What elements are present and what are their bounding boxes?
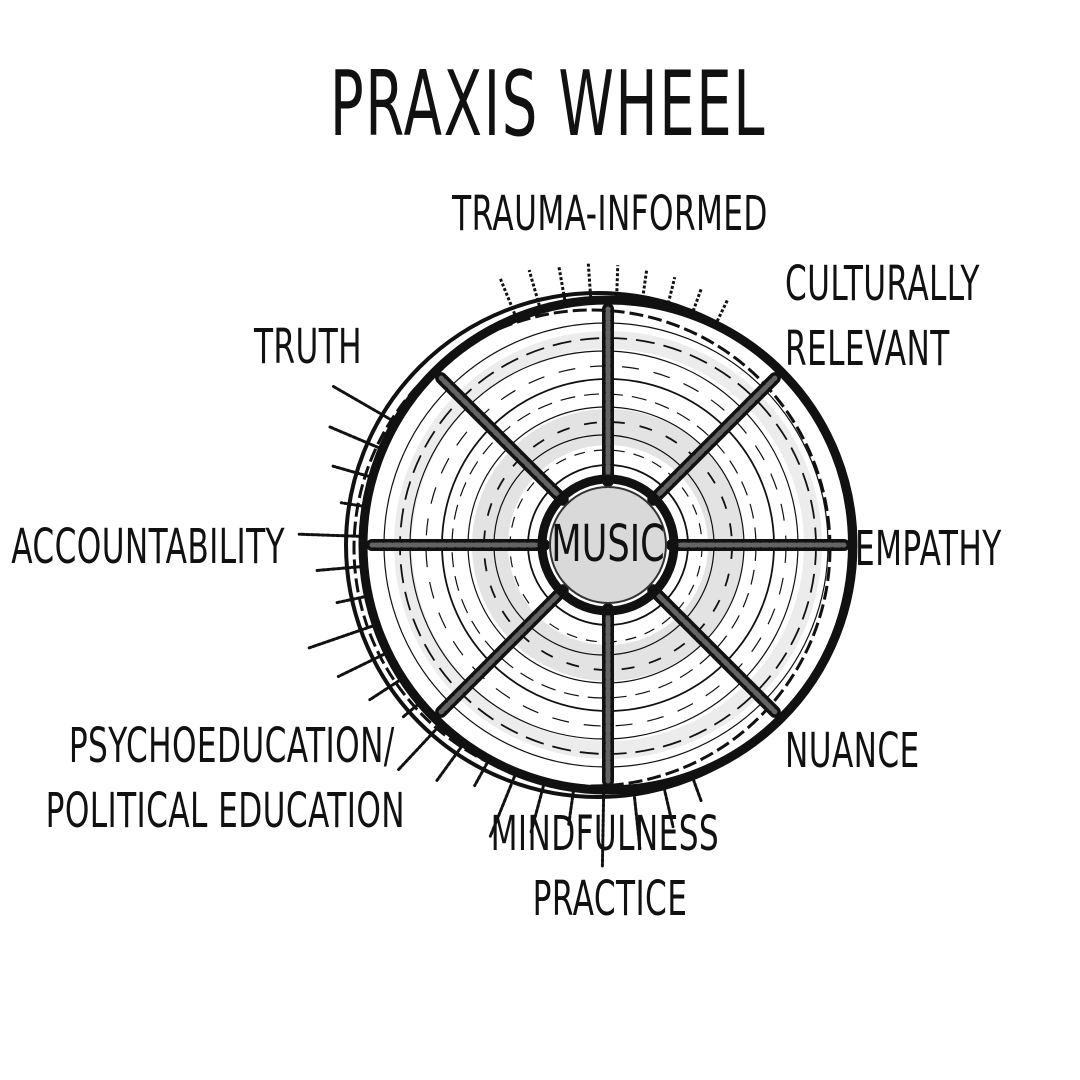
outer-burst-ticks	[297, 263, 729, 868]
burst-tick	[632, 786, 642, 850]
burst-tick	[661, 781, 675, 829]
burst-tick	[297, 532, 366, 538]
burst-tick	[600, 787, 606, 868]
burst-tick	[498, 277, 518, 320]
burst-tick	[307, 622, 379, 650]
label-mindfulness-practice: MINDFULNESS PRACTICE	[491, 805, 730, 927]
burst-tick	[473, 756, 492, 788]
label-accountability: ACCOUNTABILITY	[11, 518, 285, 575]
hub-ring	[537, 474, 679, 616]
label-nuance: NUANCE	[785, 722, 920, 779]
burst-tick	[314, 564, 367, 573]
burst-tick	[615, 265, 620, 302]
hub	[549, 486, 667, 604]
wheel: MUSIC	[297, 263, 858, 868]
spoke	[647, 372, 781, 506]
label-empathy: EMPATHY	[855, 520, 1002, 577]
burst-tick	[401, 700, 423, 719]
spoke	[435, 584, 569, 718]
burst-tick	[336, 650, 391, 679]
burst-tick	[586, 263, 593, 302]
spoke	[435, 372, 569, 506]
burst-tick	[331, 384, 399, 425]
label-truth: TRUTH	[253, 318, 362, 375]
spoke	[647, 584, 781, 718]
burst-tick	[335, 594, 371, 605]
burst-tick	[331, 464, 375, 480]
label-trauma-informed: TRAUMA-INFORMED	[451, 185, 767, 242]
spoke-labels: TRAUMA-INFORMED CULTURALLY RELEVANT EMPA…	[11, 185, 1001, 927]
burst-tick	[397, 721, 444, 772]
burst-tick	[527, 269, 543, 311]
burst-tick	[529, 779, 547, 835]
burst-tick	[557, 265, 568, 305]
outer-rim	[358, 295, 858, 795]
burst-tick	[488, 769, 519, 838]
wheel-spokes	[366, 303, 850, 787]
label-psychoeducation: PSYCHOEDUCATION/ POLITICAL EDUCATION	[46, 717, 405, 839]
diagram-title: PRAXIS WHEEL	[330, 51, 766, 157]
hub-label: MUSIC	[551, 516, 664, 574]
burst-tick	[328, 425, 385, 452]
burst-tick	[339, 501, 369, 509]
burst-tick	[368, 676, 405, 702]
burst-tick	[665, 276, 677, 309]
label-culturally-relevant: CULTURALLY RELEVANT	[785, 255, 990, 377]
burst-tick	[567, 785, 576, 826]
burst-tick	[435, 740, 467, 782]
burst-tick	[640, 269, 649, 304]
burst-tick	[689, 772, 703, 804]
burst-tick	[690, 287, 704, 317]
